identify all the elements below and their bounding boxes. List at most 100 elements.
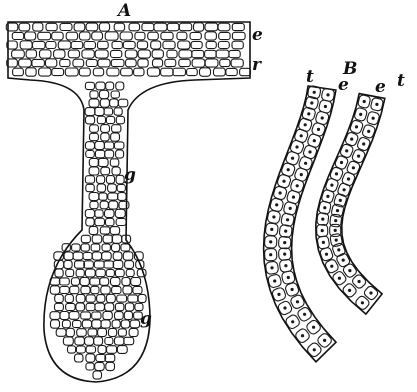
- gland-cell: [100, 99, 109, 107]
- epithelial-cell: [26, 68, 37, 76]
- label-e-right: e: [375, 77, 386, 97]
- cell-nucleus: [283, 253, 286, 256]
- epithelial-cell: [216, 50, 229, 58]
- gland-cell: [113, 252, 122, 260]
- epithelial-cell: [33, 23, 43, 31]
- cell-nucleus: [273, 279, 276, 282]
- gland-cell: [112, 167, 120, 175]
- gland-cell: [86, 151, 95, 158]
- cell-nucleus: [296, 300, 299, 303]
- epithelial-cell: [39, 68, 51, 76]
- gland-cell: [110, 227, 119, 235]
- epithelial-cell: [138, 50, 150, 58]
- epithelial-cell: [12, 32, 23, 39]
- gland-cell: [89, 158, 98, 166]
- gland-cell: [106, 269, 114, 276]
- panel-a-label: A: [116, 1, 131, 21]
- epithelial-cell: [95, 50, 108, 58]
- cell-nucleus: [345, 149, 348, 152]
- epithelial-cell: [52, 68, 64, 75]
- label-g-upper: g: [124, 165, 136, 185]
- gland-cell: [70, 286, 79, 294]
- gland-cell: [97, 116, 105, 124]
- gland-cell: [92, 320, 101, 328]
- gland-cell: [100, 201, 108, 209]
- epithelial-cell: [20, 41, 32, 49]
- gland-cell: [102, 252, 112, 260]
- gland-cell: [112, 244, 120, 252]
- epithelial-cell: [84, 42, 96, 49]
- epithelial-cell: [54, 50, 65, 59]
- cell-nucleus: [312, 326, 315, 329]
- gland-cell: [101, 286, 110, 294]
- cell-nucleus: [301, 334, 304, 337]
- epithelial-cell: [60, 59, 70, 66]
- gland-cell: [114, 108, 122, 115]
- cell-nucleus: [355, 125, 358, 128]
- gland-cell: [96, 269, 106, 277]
- cell-nucleus: [326, 93, 329, 96]
- cell-nucleus: [283, 306, 286, 309]
- epithelial-cell: [232, 32, 245, 39]
- epithelial-cell: [192, 50, 204, 57]
- epithelial-cell: [121, 68, 133, 76]
- epithelial-cell: [240, 68, 251, 75]
- gland-cell: [112, 125, 121, 133]
- gland-cell: [118, 329, 126, 336]
- gland-cell: [95, 218, 105, 226]
- cell-nucleus: [363, 100, 366, 103]
- cell-nucleus: [270, 266, 273, 269]
- cell-nucleus: [313, 91, 316, 94]
- cell-nucleus: [275, 203, 278, 206]
- epithelial-cell: [74, 23, 85, 31]
- cell-nucleus: [284, 264, 287, 267]
- gland-cell: [138, 294, 146, 302]
- epithelial-cell: [120, 32, 132, 40]
- gland-cell: [116, 175, 124, 184]
- gland-cell: [124, 311, 132, 319]
- cell-nucleus: [287, 168, 290, 171]
- gland-cell: [89, 193, 99, 201]
- epithelial-cell: [19, 23, 30, 31]
- gland-cell: [69, 312, 79, 320]
- cell-nucleus: [334, 219, 337, 222]
- gland-cell: [105, 210, 115, 218]
- gland-cell: [97, 295, 105, 303]
- gland-cell: [75, 354, 84, 362]
- epithelial-cell: [205, 32, 216, 40]
- gland-cell: [111, 91, 119, 98]
- gland-cell: [86, 184, 95, 191]
- gland-cell: [116, 116, 124, 124]
- gland-cell: [121, 244, 130, 251]
- gland-cell: [62, 320, 70, 328]
- gland-cell: [90, 133, 99, 140]
- gland-cell: [95, 142, 105, 150]
- cell-nucleus: [350, 138, 353, 141]
- epithelial-cell: [205, 59, 218, 67]
- epithelial-cell: [163, 41, 175, 49]
- cell-nucleus: [330, 265, 333, 268]
- gland-cell: [100, 278, 109, 286]
- epithelial-cell: [66, 32, 77, 40]
- panel-a-cells: [6, 23, 250, 379]
- gland-cell: [64, 252, 73, 260]
- gland-cell: [105, 338, 113, 345]
- gland-cell: [76, 294, 85, 302]
- gland-cell: [98, 328, 107, 336]
- cell-nucleus: [277, 293, 280, 296]
- cell-nucleus: [362, 142, 365, 145]
- epithelial-cell: [165, 59, 176, 66]
- epithelial-cell: [219, 32, 230, 39]
- gland-cell: [84, 261, 94, 268]
- gland-cell: [106, 218, 115, 226]
- cell-nucleus: [323, 206, 326, 209]
- epithelial-cell: [179, 59, 191, 66]
- cell-nucleus: [361, 301, 364, 304]
- gland-cell: [90, 201, 98, 208]
- gland-cell: [106, 362, 115, 370]
- epithelial-cell: [187, 69, 198, 76]
- gland-cell: [104, 108, 113, 115]
- gland-cell: [85, 269, 95, 277]
- epithelial-cell: [114, 23, 124, 31]
- epithelial-cell: [125, 50, 137, 58]
